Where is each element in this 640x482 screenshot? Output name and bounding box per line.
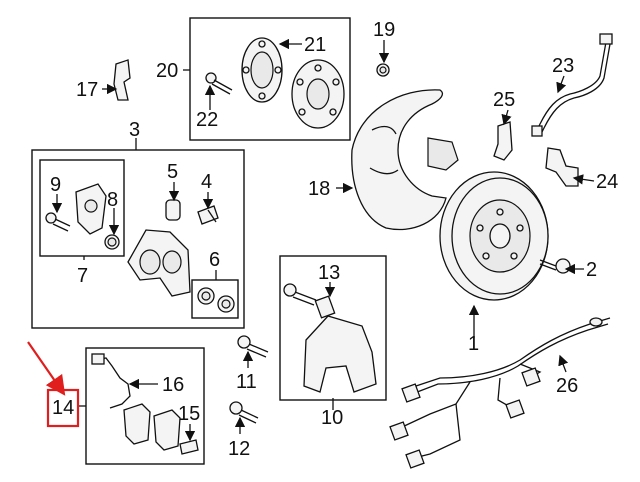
callout-18: 18 bbox=[308, 178, 330, 200]
pad-clip bbox=[179, 439, 199, 455]
callout-5: 5 bbox=[167, 161, 178, 183]
callout-17: 17 bbox=[76, 79, 98, 101]
seal-kit-subbox bbox=[191, 279, 239, 319]
caliper-box bbox=[31, 149, 245, 329]
callout-4: 4 bbox=[201, 171, 212, 193]
callout-6: 6 bbox=[209, 249, 220, 271]
highlight-arrow bbox=[27, 341, 66, 396]
caliper-carrier-group bbox=[279, 255, 387, 401]
caliper-group bbox=[31, 149, 245, 329]
caliper-housing-subbox bbox=[39, 159, 125, 257]
bolt-11 bbox=[237, 335, 251, 349]
callout-19: 19 bbox=[373, 19, 395, 41]
callout-15: 15 bbox=[178, 403, 200, 425]
brake-pad-set-group bbox=[85, 347, 205, 465]
wiring-harness bbox=[389, 317, 611, 469]
wear-sensor bbox=[95, 357, 131, 409]
brake-hose bbox=[535, 41, 607, 133]
brake-disc bbox=[439, 171, 549, 301]
brake-pad-inner bbox=[123, 403, 151, 445]
callout-26: 26 bbox=[556, 375, 578, 397]
clip-25 bbox=[493, 121, 513, 161]
callout-3: 3 bbox=[129, 119, 140, 141]
callout-14: 14 bbox=[52, 397, 74, 419]
callout-1: 1 bbox=[468, 333, 479, 355]
callout-10: 10 bbox=[321, 407, 343, 429]
callout-8: 8 bbox=[107, 189, 118, 211]
hub-bearing-group bbox=[189, 17, 351, 141]
caliper-carrier bbox=[303, 315, 377, 393]
bolt-12 bbox=[229, 401, 243, 415]
callout-24: 24 bbox=[596, 171, 618, 193]
callout-7: 7 bbox=[77, 265, 88, 287]
callout-12: 12 bbox=[228, 438, 250, 460]
hub-bearing-box bbox=[189, 17, 351, 141]
callout-13: 13 bbox=[318, 262, 340, 284]
callout-9: 9 bbox=[50, 174, 61, 196]
callout-21: 21 bbox=[304, 34, 326, 56]
brake-pad-outer bbox=[153, 409, 181, 451]
callout-20: 20 bbox=[156, 60, 178, 82]
callout-2: 2 bbox=[586, 259, 597, 281]
callout-23: 23 bbox=[552, 55, 574, 77]
callout-22: 22 bbox=[196, 109, 218, 131]
bracket-17 bbox=[113, 59, 131, 101]
callout-16: 16 bbox=[162, 374, 184, 396]
highlight-box bbox=[46, 388, 80, 428]
hose-bracket bbox=[545, 147, 579, 187]
disc-screw bbox=[555, 258, 571, 274]
callout-25: 25 bbox=[493, 89, 515, 111]
leader-lines bbox=[27, 38, 595, 442]
dust-shield bbox=[351, 89, 447, 231]
callout-11: 11 bbox=[236, 371, 257, 393]
callout-labels: 1 2 3 4 5 6 7 8 9 10 11 12 13 14 15 16 1… bbox=[50, 19, 618, 460]
